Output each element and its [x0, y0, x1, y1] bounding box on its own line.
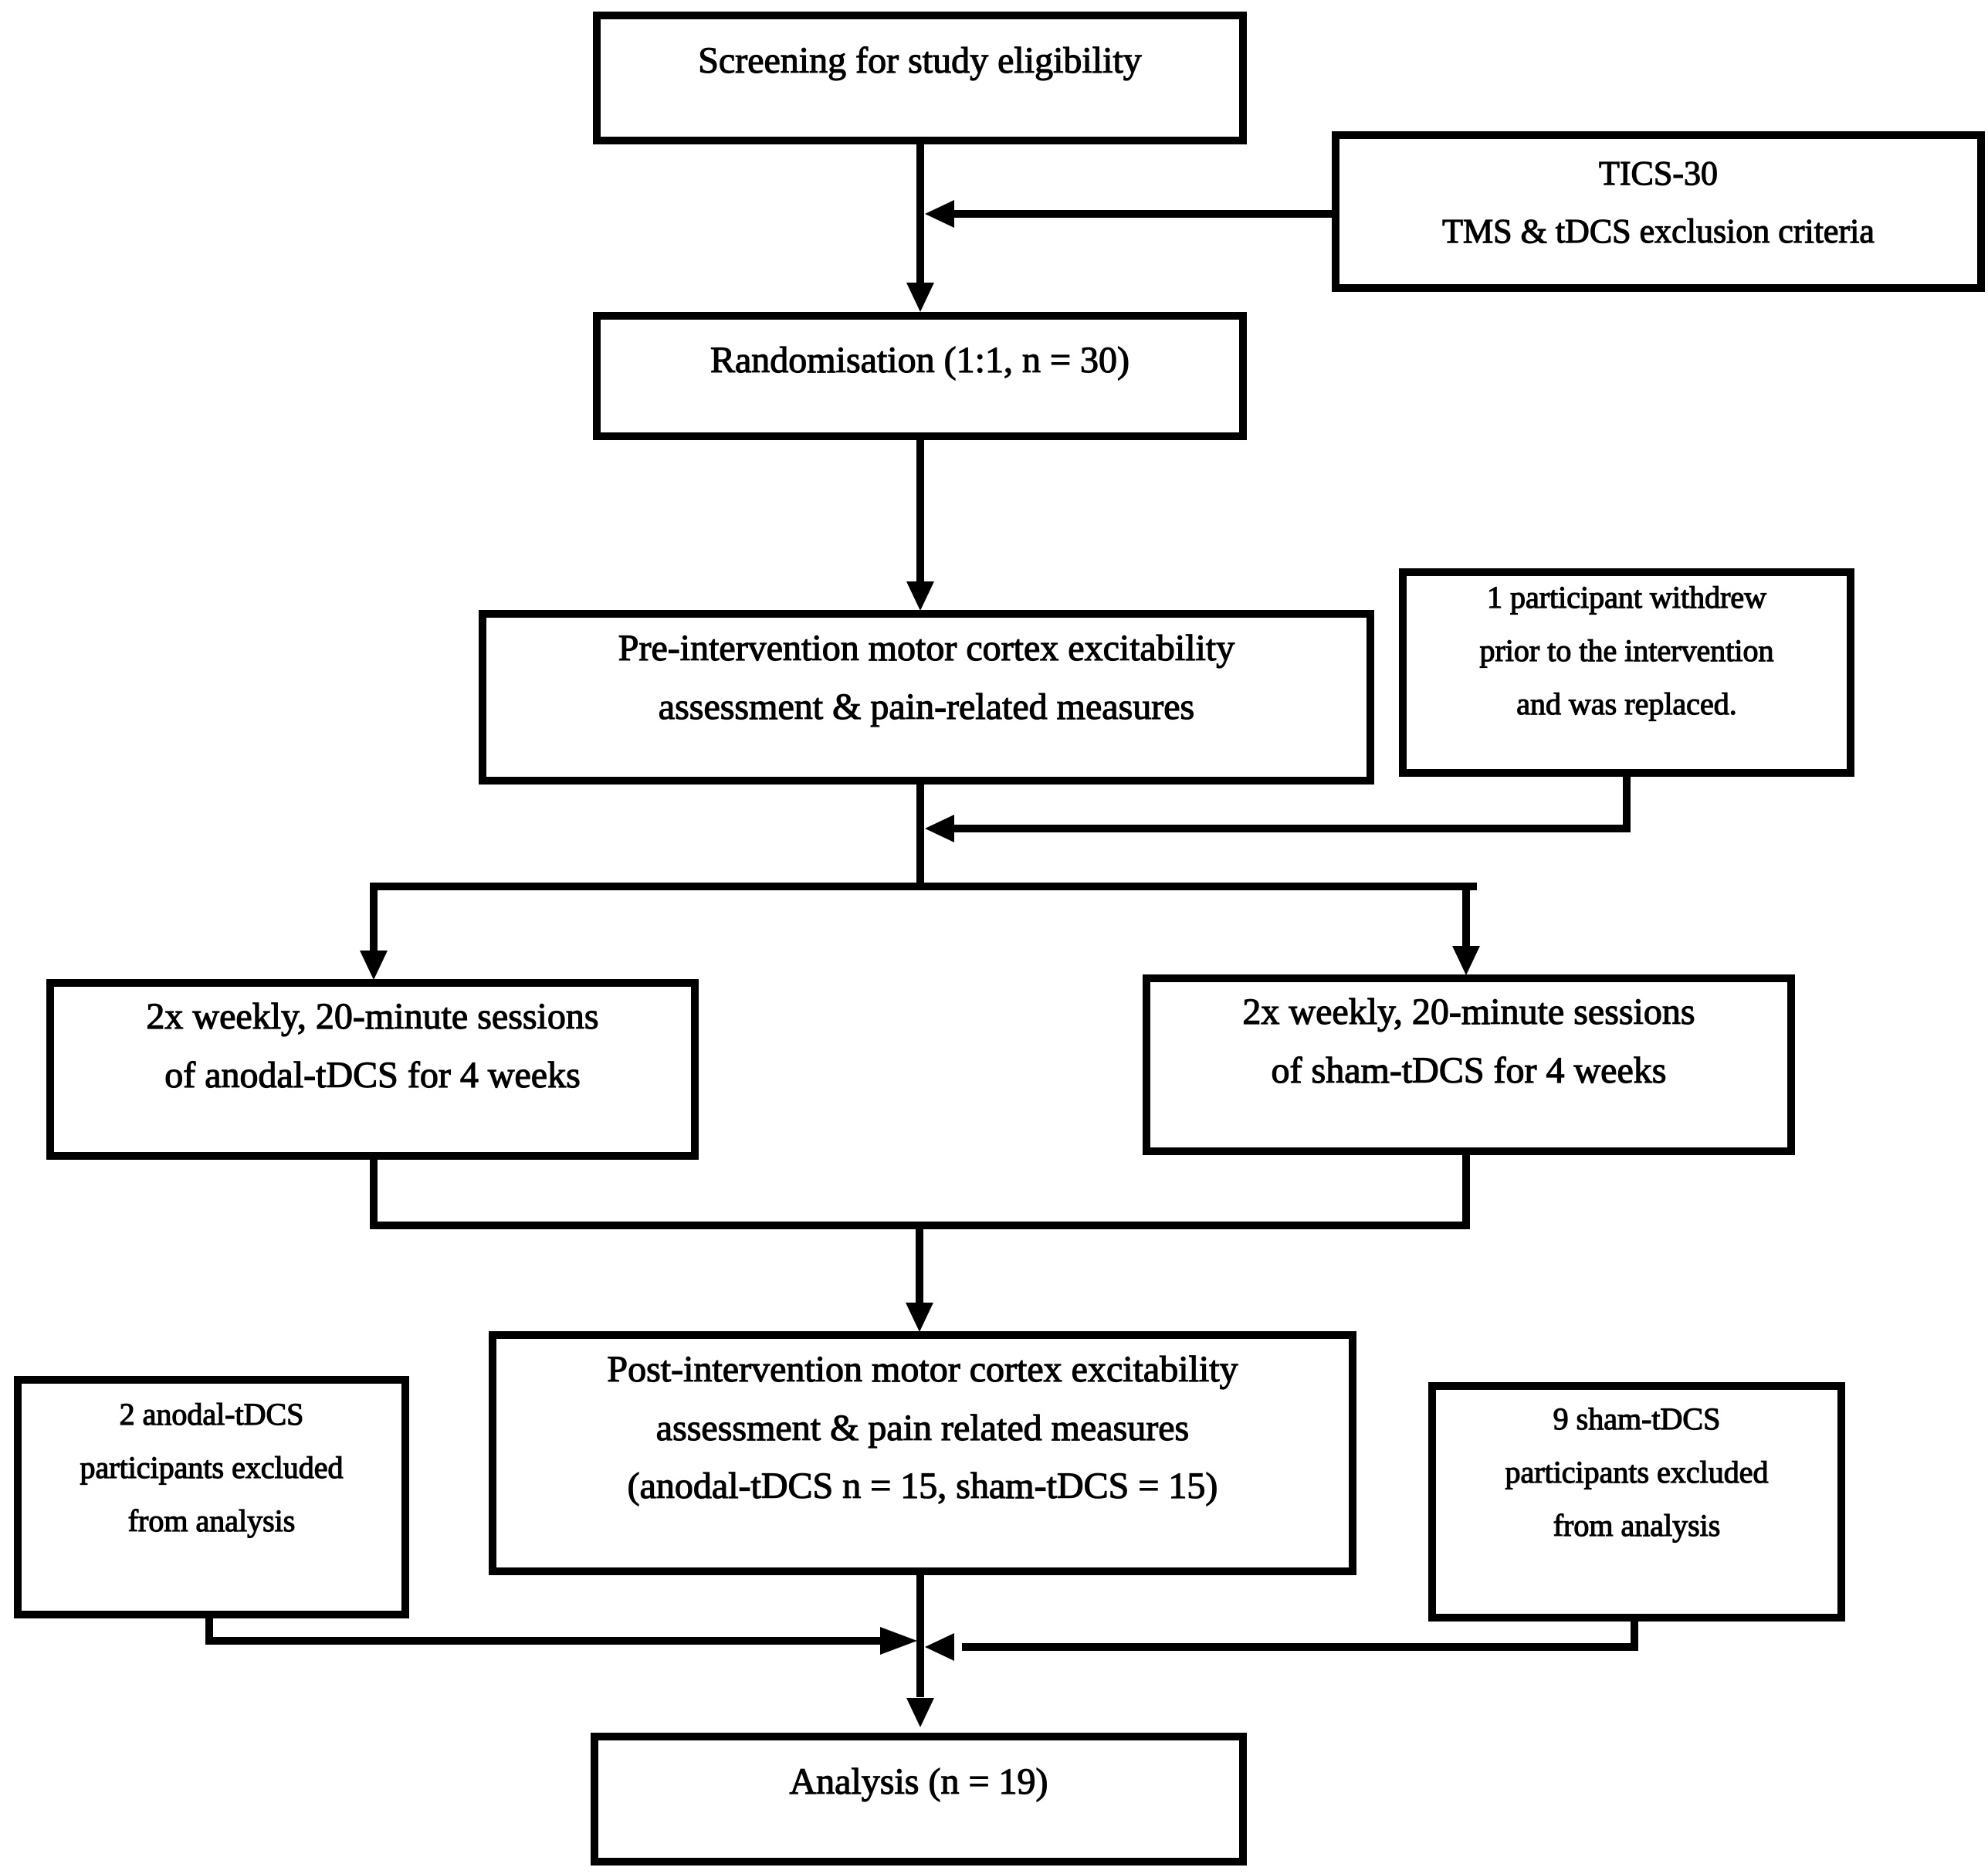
connector-pre-branchbar	[916, 783, 924, 890]
sham-excluded-line-1: 9 sham-tDCS	[1553, 1401, 1721, 1437]
arrowhead-left-from-sham-excluded	[925, 1633, 954, 1661]
connector-tics-horizontal	[954, 210, 1332, 218]
sham-line-1: 2x weekly, 20-minute sessions	[1242, 991, 1695, 1033]
connector-branch-bar	[370, 883, 1477, 890]
post-intervention-line-1: Post-intervention motor cortex excitabil…	[607, 1348, 1238, 1390]
connector-merge-post	[916, 1222, 923, 1305]
arrowhead-right-from-anodal-excluded	[880, 1627, 917, 1655]
connector-anodal-excluded-horizontal	[205, 1637, 880, 1645]
pre-intervention-box: Pre-intervention motor cortex excitabili…	[479, 610, 1374, 785]
arrowhead-left-from-withdrew	[925, 815, 954, 842]
anodal-excluded-line-2: participants excluded	[80, 1449, 344, 1486]
arrowhead-down-into-sham	[1452, 946, 1480, 975]
connector-screening-randomisation	[916, 144, 924, 283]
post-intervention-line-3: (anodal-tDCS n = 15, sham-tDCS = 15)	[627, 1466, 1218, 1507]
anodal-tdcs-sessions-box: 2x weekly, 20-minute sessions of anodal-…	[46, 979, 699, 1160]
randomisation-box: Randomisation (1:1, n = 30)	[593, 312, 1247, 440]
randomisation-text: Randomisation (1:1, n = 30)	[710, 339, 1130, 381]
participant-withdrew-box: 1 participant withdrew prior to the inte…	[1399, 568, 1854, 777]
connector-anodal-merge-drop	[370, 1158, 378, 1228]
connector-post-analysis	[916, 1574, 924, 1697]
analysis-box: Analysis (n = 19)	[591, 1733, 1247, 1866]
connector-withdrew-drop	[1623, 775, 1631, 831]
sham-tdcs-sessions-box: 2x weekly, 20-minute sessions of sham-tD…	[1143, 974, 1795, 1155]
screening-box: Screening for study eligibility	[593, 12, 1247, 144]
tics-line-1: TICS-30	[1598, 154, 1718, 193]
connector-branch-right-drop	[1462, 883, 1470, 948]
withdrew-line-2: prior to the intervention	[1479, 633, 1774, 669]
connector-randomisation-pre	[916, 439, 924, 582]
anodal-excluded-line-3: from analysis	[127, 1503, 296, 1538]
connector-withdrew-horizontal	[954, 825, 1631, 832]
sham-excluded-box: 9 sham-tDCS participants excluded from a…	[1428, 1382, 1845, 1622]
connector-sham-excluded-drop	[1631, 1620, 1638, 1651]
connector-branch-left-drop	[370, 883, 378, 954]
arrowhead-down-into-analysis	[906, 1698, 934, 1727]
arrowhead-left-from-tics	[925, 200, 954, 228]
sham-line-2: of sham-tDCS for 4 weeks	[1271, 1049, 1667, 1091]
post-intervention-line-2: assessment & pain related measures	[655, 1407, 1190, 1449]
anodal-excluded-line-1: 2 anodal-tDCS	[119, 1397, 304, 1432]
withdrew-line-3: and was replaced.	[1516, 686, 1738, 721]
sham-excluded-line-3: from analysis	[1553, 1507, 1721, 1543]
arrowhead-down-into-pre	[906, 581, 934, 611]
screening-text: Screening for study eligibility	[698, 39, 1143, 81]
post-intervention-box: Post-intervention motor cortex excitabil…	[489, 1331, 1356, 1575]
pre-intervention-line-2: assessment & pain-related measures	[658, 686, 1195, 727]
withdrew-line-1: 1 participant withdrew	[1486, 580, 1767, 615]
anodal-excluded-box: 2 anodal-tDCS participants excluded from…	[14, 1376, 409, 1618]
arrowhead-down-into-randomisation	[906, 283, 934, 312]
anodal-line-1: 2x weekly, 20-minute sessions	[146, 996, 599, 1038]
tics-line-2: TMS & tDCS exclusion criteria	[1442, 212, 1875, 250]
arrowhead-down-into-post	[906, 1303, 933, 1332]
anodal-line-2: of anodal-tDCS for 4 weeks	[164, 1054, 581, 1096]
tics-exclusion-box: TICS-30 TMS & tDCS exclusion criteria	[1332, 131, 1985, 292]
sham-excluded-line-2: participants excluded	[1505, 1454, 1769, 1490]
arrowhead-down-into-anodal	[360, 951, 388, 980]
connector-anodal-excluded-drop	[205, 1617, 213, 1645]
pre-intervention-line-1: Pre-intervention motor cortex excitabili…	[618, 628, 1235, 669]
connector-sham-excluded-horizontal	[962, 1643, 1634, 1651]
connector-sham-merge-drop	[1462, 1154, 1470, 1228]
analysis-text: Analysis (n = 19)	[789, 1760, 1048, 1802]
